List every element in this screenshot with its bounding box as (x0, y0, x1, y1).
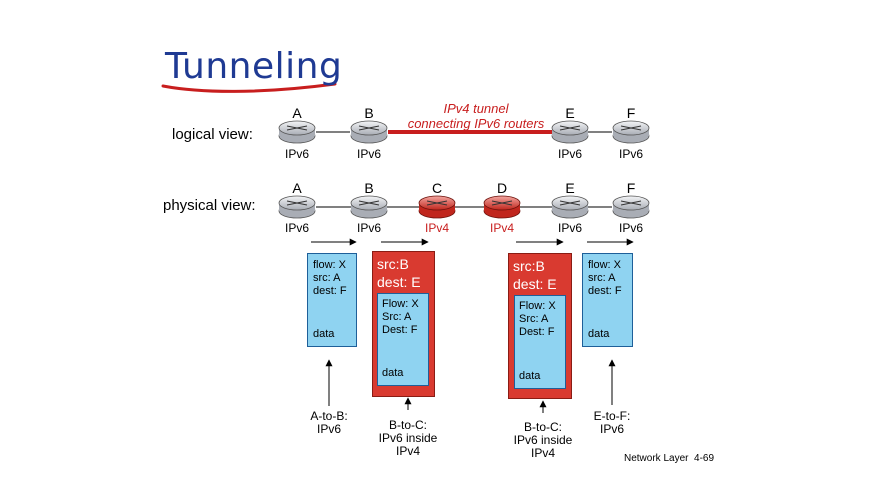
packet-data: data (382, 367, 404, 379)
inner-ipv6-packet: Flow: X Src: A Dest: F data (377, 293, 429, 386)
router-protocol: IPv6 (557, 147, 582, 161)
router-icon (551, 120, 589, 144)
router-name: E (565, 180, 575, 196)
router-icon (350, 120, 388, 144)
router-protocol: IPv6 (557, 221, 582, 235)
caption-line: IPv4 (530, 446, 555, 460)
caption-line: E-to-F: (593, 409, 631, 423)
router-icon (612, 120, 650, 144)
packet-dest: dest: F (313, 285, 347, 297)
logical-view-label: logical view: (172, 126, 253, 143)
packet-src: src: A (588, 272, 616, 284)
caption-line: IPv6 (599, 422, 624, 436)
packet-data: data (588, 328, 610, 340)
packet-flow: Flow: X (382, 298, 419, 310)
ipv4-packet: src:B dest: E Flow: X Src: A Dest: F dat… (508, 253, 572, 399)
router-icon (278, 195, 316, 219)
router-protocol: IPv6 (284, 221, 309, 235)
packet-dest: Dest: F (519, 326, 555, 338)
router-name: F (626, 105, 636, 121)
outer-src: src:B (377, 256, 409, 272)
packet-flow: Flow: X (519, 300, 556, 312)
packet-flow: flow: X (313, 259, 347, 271)
caption-line: IPv6 inside (513, 433, 573, 447)
outer-dest: dest: E (513, 276, 557, 292)
router-icon (551, 195, 589, 219)
packet-dest: Dest: F (382, 324, 418, 336)
router-protocol: IPv4 (424, 221, 449, 235)
ipv4-packet: src:B dest: E Flow: X Src: A Dest: F dat… (372, 251, 435, 397)
router-name: C (431, 180, 443, 196)
outer-src: src:B (513, 258, 545, 274)
router-protocol: IPv6 (356, 147, 381, 161)
physical-view-label: physical view: (163, 197, 256, 214)
router-icon-ipv4 (418, 195, 456, 219)
router-protocol: IPv6 (618, 147, 643, 161)
caption-a-to-b: A-to-B: IPv6 (299, 410, 359, 436)
caption-line: IPv6 (316, 422, 341, 436)
router-name: F (626, 180, 636, 196)
inner-ipv6-packet: Flow: X Src: A Dest: F data (514, 295, 566, 389)
router-icon (350, 195, 388, 219)
title-underline (161, 82, 337, 93)
router-icon (278, 120, 316, 144)
tunnel-label-line2: connecting IPv6 routers (407, 116, 545, 131)
caption-line: A-to-B: (310, 409, 348, 423)
router-name: A (292, 105, 302, 121)
caption-line: IPv6 inside (378, 431, 438, 445)
caption-line: B-to-C: (523, 420, 562, 434)
packet-src: Src: A (519, 313, 549, 325)
slide-footer: Network Layer 4-69 (624, 453, 715, 464)
outer-dest: dest: E (377, 274, 421, 290)
router-protocol: IPv6 (356, 221, 381, 235)
caption-line: B-to-C: (388, 418, 427, 432)
caption-b-to-c: B-to-C: IPv6 inside IPv4 (368, 419, 448, 458)
router-name: B (364, 180, 374, 196)
tunnel-label-line1: IPv4 tunnel (443, 101, 509, 116)
caption-b-to-c: B-to-C: IPv6 inside IPv4 (503, 421, 583, 460)
packet-dest: dest: F (588, 285, 622, 297)
ipv6-packet: flow: X src: A dest: F data (582, 253, 633, 347)
caption-line: IPv4 (395, 444, 420, 458)
router-name: A (292, 180, 302, 196)
packet-flow: flow: X (588, 259, 622, 271)
router-protocol: IPv6 (618, 221, 643, 235)
router-protocol: IPv4 (489, 221, 514, 235)
router-name: B (364, 105, 374, 121)
router-protocol: IPv6 (284, 147, 309, 161)
router-icon (612, 195, 650, 219)
packet-src: Src: A (382, 311, 412, 323)
packet-src: src: A (313, 272, 341, 284)
router-name: D (496, 180, 508, 196)
tunnel-label: IPv4 tunnel connecting IPv6 routers (386, 101, 566, 131)
packet-data: data (519, 370, 541, 382)
router-icon-ipv4 (483, 195, 521, 219)
caption-e-to-f: E-to-F: IPv6 (582, 410, 642, 436)
page-title: Tunneling (165, 46, 343, 87)
router-name: E (565, 105, 575, 121)
ipv6-packet: flow: X src: A dest: F data (307, 253, 357, 347)
packet-data: data (313, 328, 335, 340)
